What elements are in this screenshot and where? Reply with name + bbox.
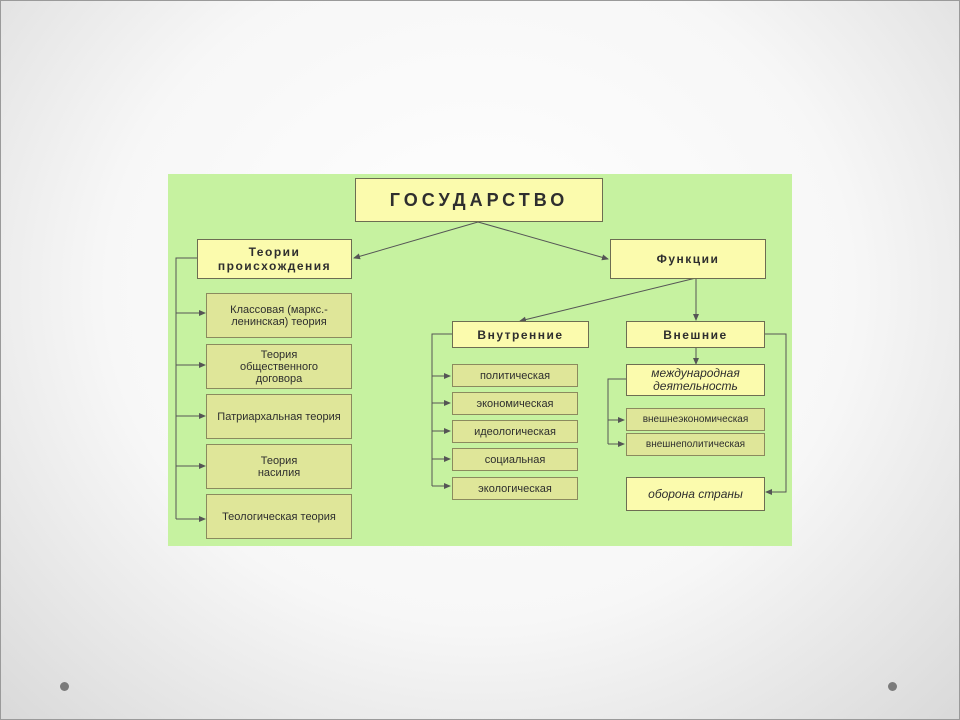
theory-patriarchal: Патриархальная теория [206,394,352,439]
theory-social-contract: Теория общественного договора [206,344,352,389]
root-node-state: ГОСУДАРСТВО [355,178,603,222]
theory-violence: Теория насилия [206,444,352,489]
external-defense: оборона страны [626,477,765,511]
branch-origin-theories: Теории происхождения [197,239,352,279]
external-foreign-political: внешнеполитическая [626,433,765,456]
internal-social: социальная [452,448,578,471]
external-international: международная деятельность [626,364,765,396]
connector-lines [175,221,787,522]
internal-economic: экономическая [452,392,578,415]
internal-ecological: экологическая [452,477,578,500]
functions-internal: Внутренние [452,321,589,348]
functions-external: Внешние [626,321,765,348]
branch-functions: Функции [610,239,766,279]
state-diagram: ГОСУДАРСТВО Теории происхождения Функции… [168,174,792,546]
internal-political: политическая [452,364,578,387]
slide-dot-left [60,682,69,691]
external-foreign-economic: внешнеэкономическая [626,408,765,431]
theory-theological: Теологическая теория [206,494,352,539]
internal-ideological: идеологическая [452,420,578,443]
slide-dot-right [888,682,897,691]
theory-class: Классовая (маркс.-ленинская) теория [206,293,352,338]
